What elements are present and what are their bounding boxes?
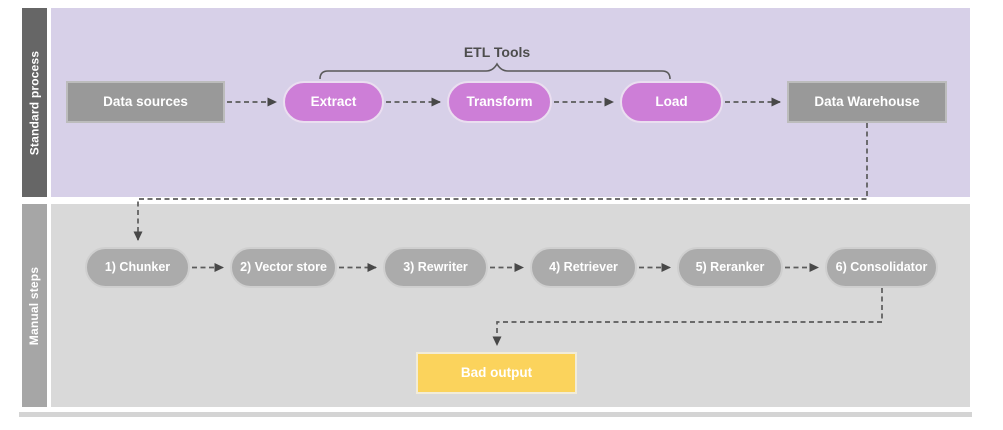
node-retriever-label: 4) Retriever — [549, 260, 618, 275]
node-load-label: Load — [655, 94, 688, 110]
node-bad-output-label: Bad output — [460, 365, 533, 381]
node-chunker-label: 1) Chunker — [104, 260, 171, 275]
node-consolidator-label: 6) Consolidator — [835, 260, 928, 275]
node-bad-output: Bad output — [416, 352, 577, 394]
node-data-warehouse: Data Warehouse — [787, 81, 947, 123]
node-rewriter-label: 3) Rewriter — [403, 260, 468, 275]
lane-manual-steps-label: Manual steps — [27, 266, 42, 345]
etl-tools-label: ETL Tools — [463, 44, 531, 60]
node-reranker-label: 5) Reranker — [695, 260, 765, 275]
node-reranker: 5) Reranker — [677, 247, 783, 288]
node-transform-label: Transform — [466, 94, 533, 110]
bottom-divider — [19, 412, 972, 417]
lane-manual-steps-label-bar: Manual steps — [22, 204, 47, 407]
node-data-sources: Data sources — [66, 81, 225, 123]
node-data-warehouse-label: Data Warehouse — [814, 94, 920, 110]
node-transform: Transform — [447, 81, 552, 123]
node-data-sources-label: Data sources — [103, 94, 188, 110]
node-extract-label: Extract — [310, 94, 357, 110]
node-retriever: 4) Retriever — [530, 247, 637, 288]
node-rewriter: 3) Rewriter — [383, 247, 488, 288]
node-vector-store-label: 2) Vector store — [240, 260, 327, 275]
lane-standard-process-label-bar: Standard process — [22, 8, 47, 197]
node-consolidator: 6) Consolidator — [825, 247, 938, 288]
node-chunker: 1) Chunker — [85, 247, 190, 288]
node-load: Load — [620, 81, 723, 123]
node-vector-store: 2) Vector store — [230, 247, 337, 288]
lane-standard-process-label: Standard process — [27, 50, 42, 155]
node-extract: Extract — [283, 81, 384, 123]
